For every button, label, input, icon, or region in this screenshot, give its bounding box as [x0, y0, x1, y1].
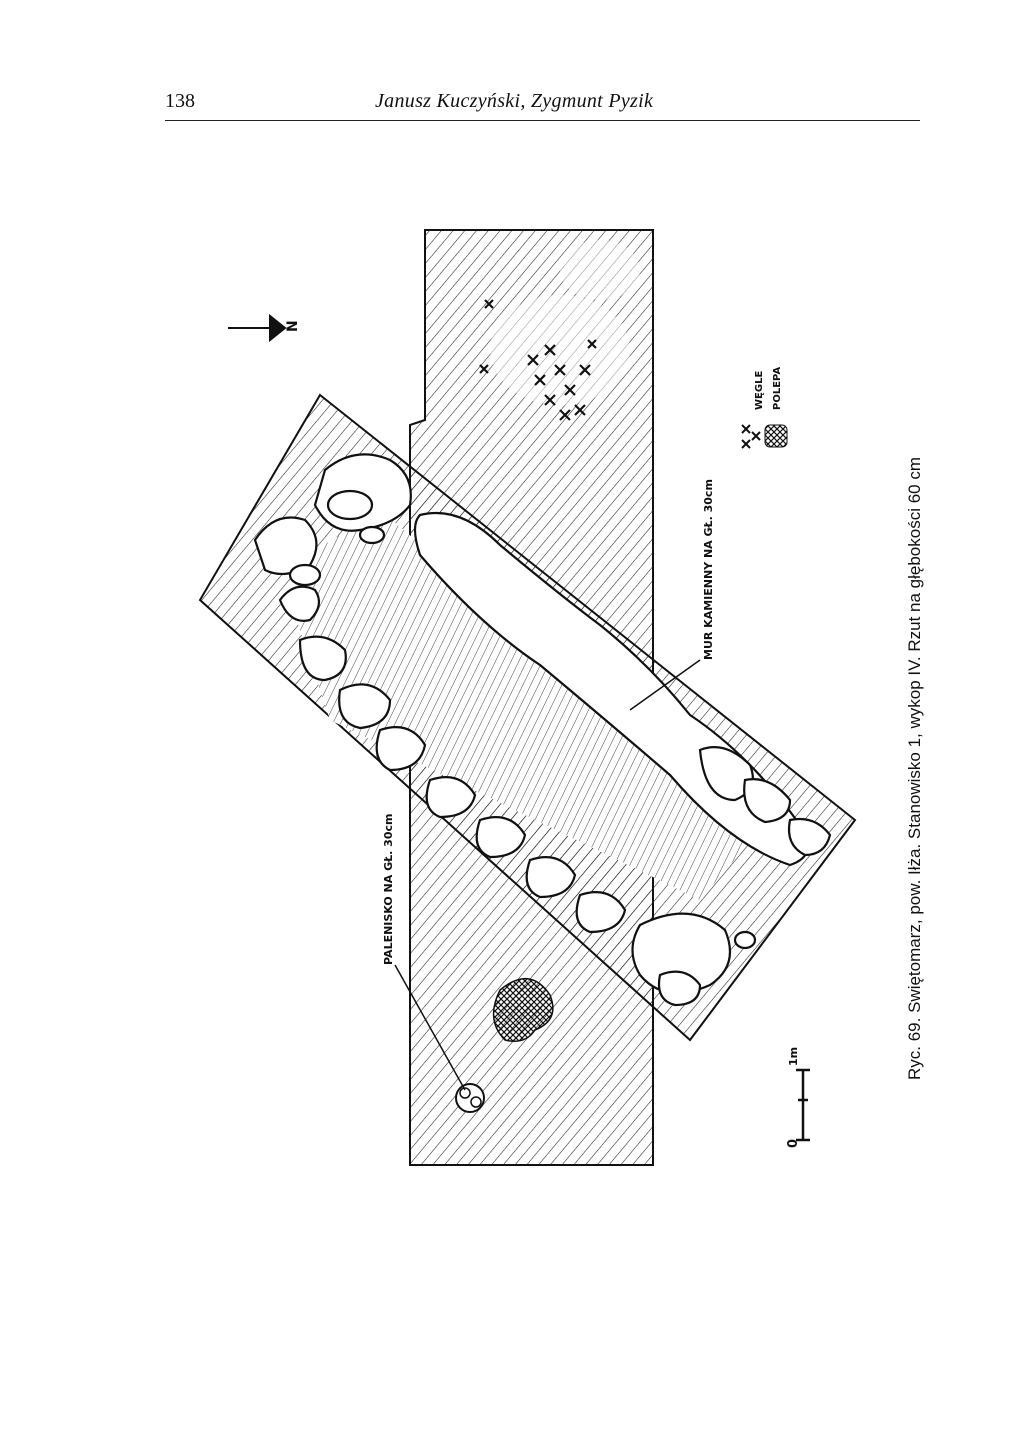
hearth-leader	[394, 964, 466, 1091]
wall-label: MUR KAMIENNY NA GŁ. 30cm	[702, 479, 715, 660]
legend-charcoal-label: WĘGLE	[754, 371, 765, 410]
legend: WĘGLE POLEPA	[741, 367, 788, 449]
north-arrow: N	[228, 313, 301, 343]
burnt-clay-patch	[492, 977, 554, 1042]
page-number: 138	[165, 90, 195, 112]
scale-zero-label: 0	[786, 1139, 801, 1148]
stone-wall	[253, 453, 832, 1007]
scale-end-label: 1m	[787, 1047, 800, 1066]
figure-caption: Ryc. 69. Swiętomarz, pow. Iłża. Stanowis…	[905, 457, 924, 1080]
legend-clay-symbol	[764, 424, 788, 448]
scale-bar: 0 1m	[786, 1047, 810, 1148]
hearth-label: PALENISKO NA GŁ. 30cm	[382, 814, 395, 965]
page-header: 138 Janusz Kuczyński, Zygmunt Pyzik	[165, 90, 920, 120]
legend-charcoal-symbol	[741, 424, 761, 449]
hearth	[455, 1083, 485, 1113]
legend-clay-label: POLEPA	[772, 367, 783, 410]
header-rule	[165, 120, 920, 121]
north-label: N	[285, 320, 301, 332]
wall-leader	[629, 659, 701, 711]
running-head: Janusz Kuczyński, Zygmunt Pyzik	[375, 90, 654, 112]
charcoal-marks	[479, 299, 597, 421]
